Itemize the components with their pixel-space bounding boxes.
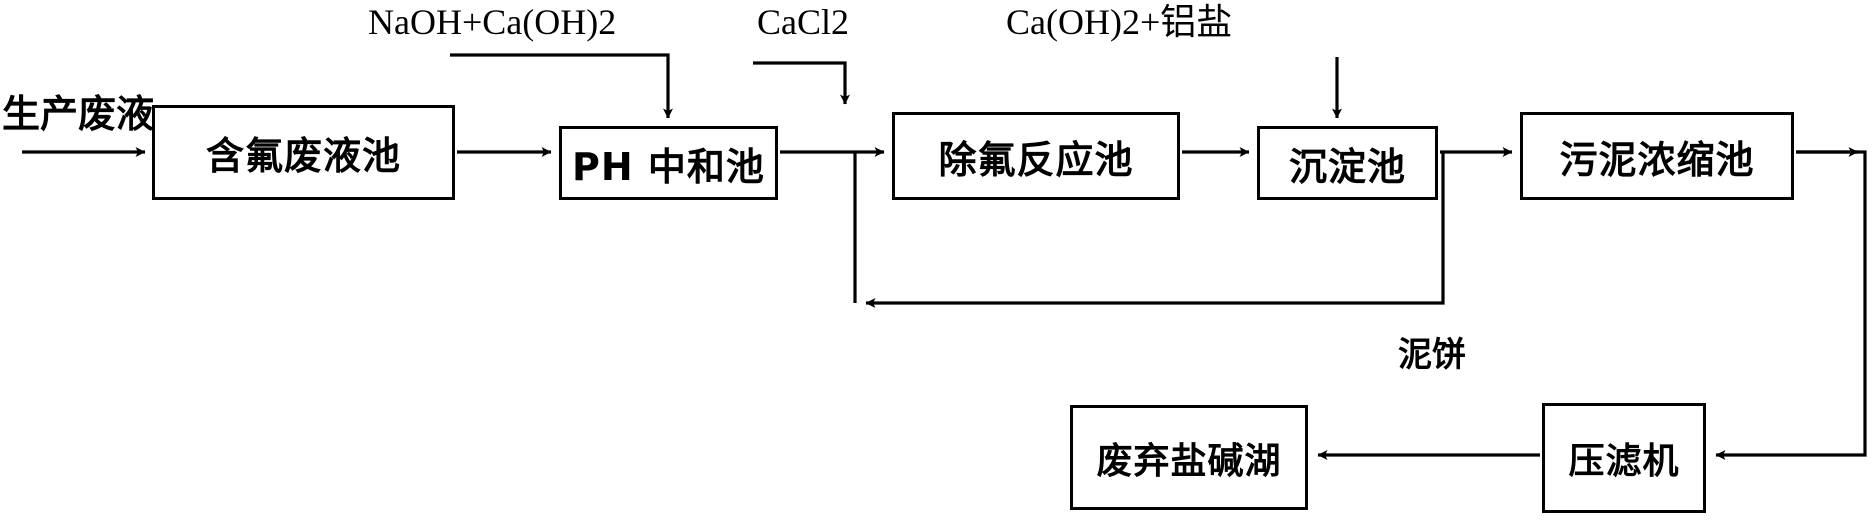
label-reagent-naoh-caoh2: NaOH+Ca(OH)2 — [368, 2, 617, 42]
wire-reagent2-to-defluor-pool — [753, 61, 850, 105]
node-settling-pool[interactable]: 沉淀池 — [1257, 126, 1438, 200]
node-fluoride-pool[interactable]: 含氟废液池 — [152, 105, 455, 200]
label-reagent-caoh2-aluminum-salt: Ca(OH)2+铝盐 — [1006, 2, 1233, 42]
wire-reagent1-to-ph-pool — [450, 53, 673, 119]
node-abandoned-saline-lake[interactable]: 废弃盐碱湖 — [1070, 405, 1308, 510]
node-defluorination-pool[interactable]: 除氟反应池 — [892, 112, 1180, 200]
label-reagent-cacl2: CaCl2 — [757, 2, 850, 42]
node-ph-pool[interactable]: PH 中和池 — [559, 126, 778, 200]
node-sludge-thickening-pool[interactable]: 污泥浓缩池 — [1520, 112, 1794, 200]
wire-settling-pool-recycle-return — [865, 152, 1445, 308]
label-mud-cake: 泥饼 — [1398, 335, 1466, 375]
label-influent: 生产废液 — [2, 92, 155, 136]
node-filter-press[interactable]: 压滤机 — [1542, 403, 1706, 513]
